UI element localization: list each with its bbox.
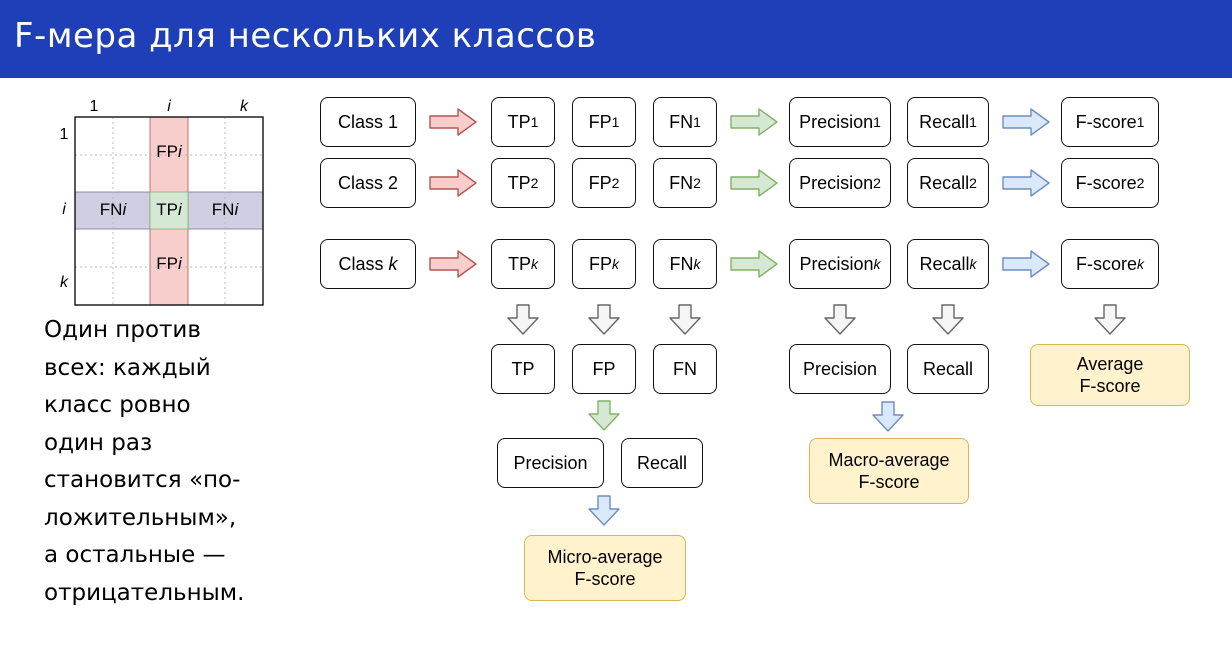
class-2-box: Class 2 [320,158,416,208]
matrix-row-label-i: i [62,201,66,218]
arrow-down-fscore [1094,304,1126,335]
arrow-down-to-micro-metrics [588,400,620,431]
arrow-metrics-2-to-fscore [1002,169,1050,197]
cell-tp: TPi [156,200,182,219]
description-line: отрицательным. [44,579,245,606]
recall-avg-box: Recall [907,344,989,394]
tp-total-box: TP [491,344,555,394]
description-line: класс ровно [44,392,191,418]
arrow-down-tp [507,304,539,335]
description-line: а остальные — [44,542,226,568]
description-line: становится «по- [44,467,241,493]
cell-fp-top: FPi [156,142,182,161]
cell-fn-right: FNi [211,200,239,219]
cell-fp-bottom: FPi [156,254,182,273]
micro-recall-box: Recall [621,438,703,488]
fp-total-box: FP [572,344,636,394]
arrow-metrics-1-to-fscore [1002,108,1050,136]
cell-fn-left: FNi [99,200,127,219]
arrow-down-to-micro-average [588,495,620,526]
class-k-box: Class k [320,239,416,289]
arrow-down-recall [932,304,964,335]
description-line: ложительным», [44,504,237,531]
matrix-col-label-k: k [240,98,248,115]
arrow-metrics-k-to-fscore [1002,250,1050,278]
arrow-down-fp [588,304,620,335]
fn-total-box: FN [653,344,717,394]
matrix-row-label-k: k [60,274,68,291]
arrow-class-k-to-counts [429,250,477,278]
micro-precision-box: Precision [497,438,604,488]
title-bar: F-мера для нескольких классов [0,0,1232,78]
arrow-counts-1-to-metrics [730,108,778,136]
arrow-counts-k-to-metrics [730,250,778,278]
arrow-down-fn [669,304,701,335]
arrow-down-to-macro-average [872,401,904,432]
arrow-class-1-to-counts [429,108,477,136]
description-line: Один против [44,317,201,343]
precision-avg-box: Precision [789,344,891,394]
arrow-down-precision [824,304,856,335]
class-1-box: Class 1 [320,97,416,147]
description-text: Один против всех: каждый класс ровно оди… [44,312,294,612]
matrix-row-label-1: 1 [59,126,69,143]
matrix-col-label-i: i [167,98,171,115]
matrix-col-label-1: 1 [89,98,99,115]
arrow-counts-2-to-metrics [730,169,778,197]
arrow-class-2-to-counts [429,169,477,197]
description-line: всех: каждый [44,354,211,381]
slide-title: F-мера для нескольких классов [14,16,597,56]
description-line: один раз [44,429,153,456]
